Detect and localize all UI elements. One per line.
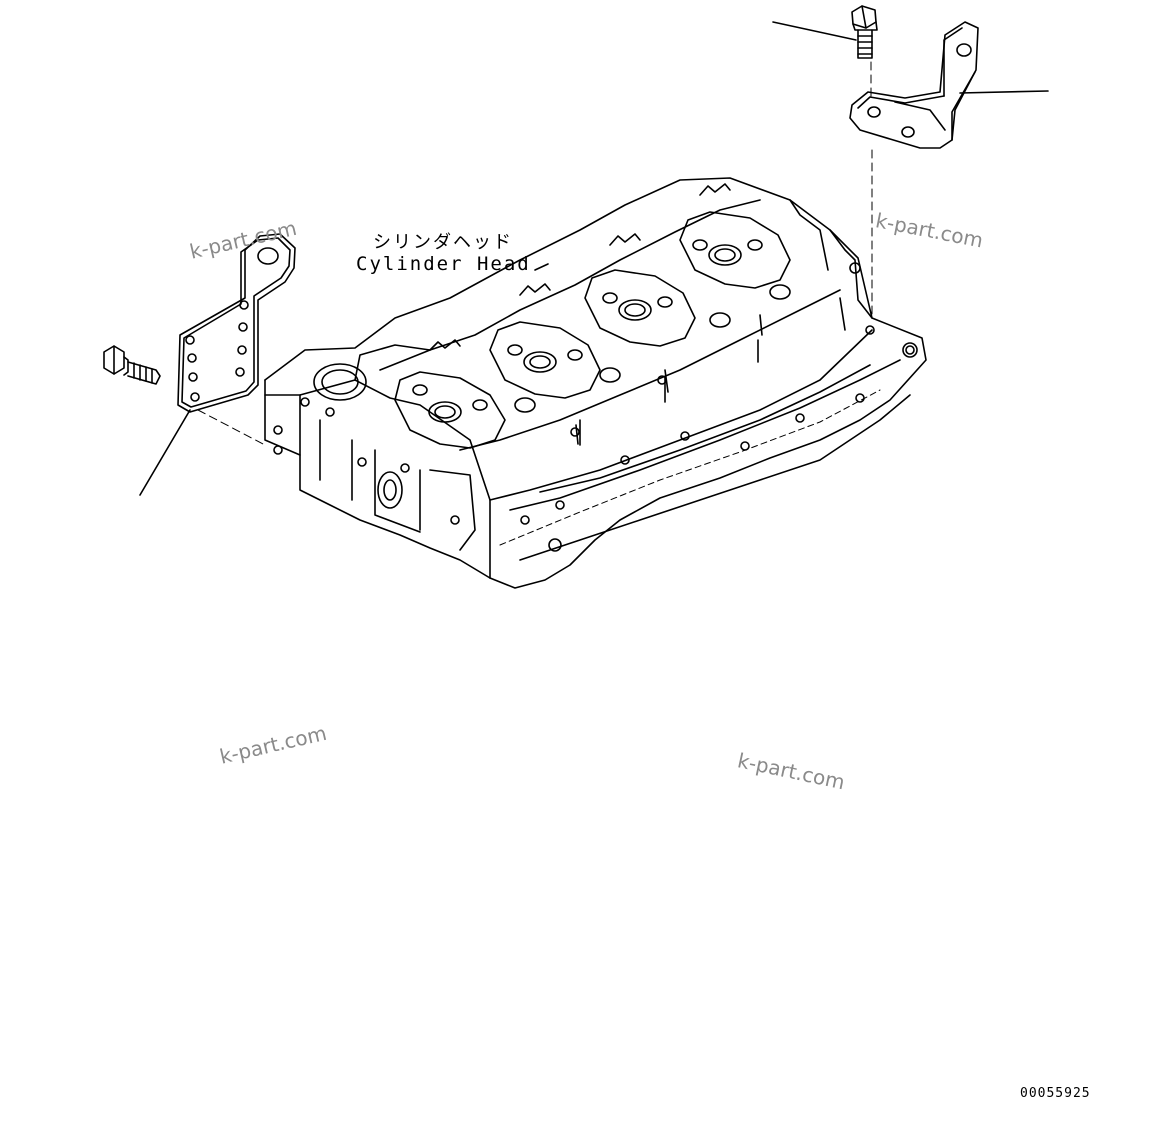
drawing-number: 00055925 (1020, 1086, 1091, 1101)
leader-line-rear-bolt (772, 21, 857, 41)
leader-line-cylinder-head (534, 263, 549, 271)
leader-line-front-bracket (139, 409, 191, 496)
bolt-front (103, 345, 161, 385)
lifting-bracket-rear (849, 21, 979, 149)
leader-line-rear-bracket (959, 90, 1049, 94)
callout-english-label: Cylinder Head (356, 253, 531, 275)
lifting-bracket-front (177, 233, 296, 413)
callout-japanese-label: シリンダヘッド (373, 232, 513, 253)
cylinder-head (264, 177, 927, 589)
assembly-line-front (197, 409, 266, 446)
bolt-rear (851, 5, 878, 59)
